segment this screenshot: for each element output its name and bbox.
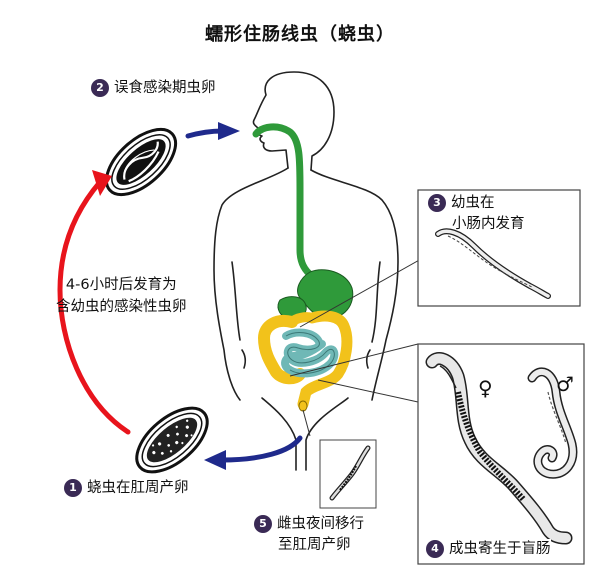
step-3-label: 3 幼虫在 xyxy=(428,193,495,213)
step-5-label: 5 雌虫夜间移行 xyxy=(254,514,364,534)
step-1-badge: 1 xyxy=(64,479,82,497)
step-3-badge: 3 xyxy=(428,194,446,212)
step-5-line2: 至肛周产卵 xyxy=(278,537,351,553)
step-1-label: 1 蛲虫在肛周产卵 xyxy=(64,478,189,498)
female-symbol: ♀ xyxy=(478,376,493,400)
step-5-badge: 5 xyxy=(254,515,272,533)
large-intestine xyxy=(257,315,306,385)
step-3-line2: 小肠内发育 xyxy=(452,216,525,232)
adult-female-worm xyxy=(425,352,573,545)
step-4-badge: 4 xyxy=(426,540,444,558)
incubation-note-line1: 4-6小时后发育为 xyxy=(65,277,177,293)
male-symbol: ♂ xyxy=(556,372,574,396)
rectum xyxy=(298,400,308,412)
egg-freshly-laid xyxy=(135,406,209,474)
perianal-worm xyxy=(329,445,371,501)
digestive-tract xyxy=(252,123,354,412)
step-4-label: 4 成虫寄生于盲肠 xyxy=(426,539,551,559)
step-5-line1: 雌虫夜间移行 xyxy=(277,516,364,532)
larva-worm xyxy=(435,228,551,299)
step-4-text: 成虫寄生于盲肠 xyxy=(449,541,551,557)
callout-lines xyxy=(289,253,431,437)
callout-box-small-intestine xyxy=(417,189,581,307)
esophagus xyxy=(252,123,316,280)
step-2-label: 2 误食感染期虫卵 xyxy=(91,78,216,98)
adult-male-worm xyxy=(527,367,578,479)
human-body-outline xyxy=(213,71,399,471)
incubation-note: 4-6小时后发育为 含幼虫的感染性虫卵 xyxy=(56,274,187,318)
ingestion-arrow xyxy=(185,122,240,140)
incubation-note-line2: 含幼虫的感染性虫卵 xyxy=(56,299,187,315)
cycle-arrow xyxy=(57,179,131,435)
step-3-line1: 幼虫在 xyxy=(451,195,495,211)
diagram-title: 蠕形住肠线虫（蛲虫） xyxy=(205,24,395,45)
step-2-text: 误食感染期虫卵 xyxy=(114,80,216,96)
step-2-badge: 2 xyxy=(91,79,109,97)
step-1-text: 蛲虫在肛周产卵 xyxy=(87,480,189,496)
egg-infective xyxy=(104,127,178,197)
egg-laying-arrow xyxy=(204,435,303,470)
cycle-arrowhead xyxy=(92,170,112,196)
